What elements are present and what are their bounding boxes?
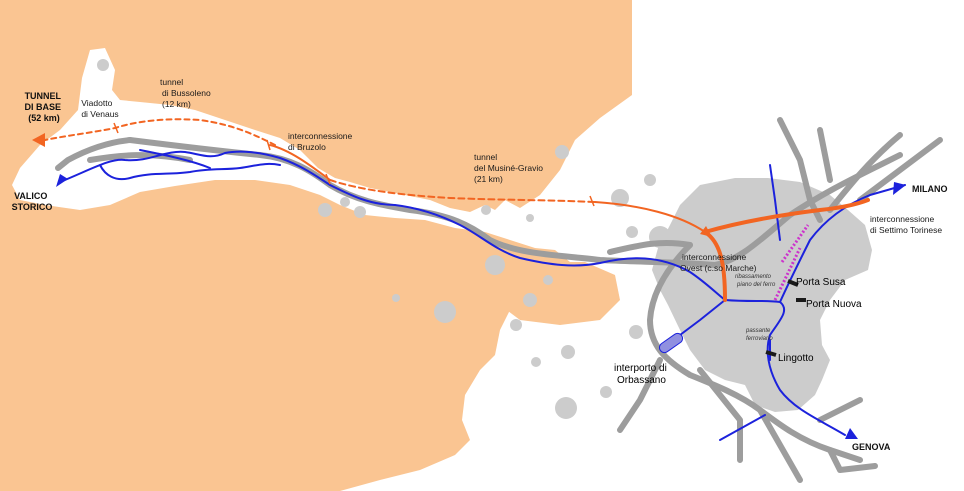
label-interporto: interporto di Orbassano xyxy=(614,363,670,386)
terrain-spots xyxy=(97,59,671,419)
label-interconn-settimo: interconnessione di Settimo Torinese xyxy=(870,214,942,235)
label-lingotto: Lingotto xyxy=(778,353,814,364)
label-milano: MILANO xyxy=(912,184,948,194)
label-porta-nuova: Porta Nuova xyxy=(806,299,862,310)
mountain-area-south xyxy=(500,262,620,325)
label-interconn-bruzolo: interconnessione di Bruzolo xyxy=(288,131,355,152)
ribassamento-segment xyxy=(780,224,810,263)
motorways xyxy=(55,117,943,483)
station-markers xyxy=(765,279,806,357)
arrow-tunnel-base xyxy=(32,133,45,147)
label-porta-susa: Porta Susa xyxy=(796,277,846,288)
label-viadotto: Viadotto di Venaus xyxy=(81,98,118,119)
label-tunnel-bussoleno: tunnel di Bussoleno (12 km) xyxy=(160,77,213,109)
label-tunnel-base: TUNNEL DI BASE (52 km) xyxy=(24,91,63,123)
arrow-interconn-ovest xyxy=(700,226,712,237)
label-tunnel-musine: tunnel del Musiné-Gravio (21 km) xyxy=(474,152,545,184)
label-ribassamento: ribassamento piano del ferro xyxy=(735,274,776,288)
label-genova: GENOVA xyxy=(852,442,891,452)
urban-area-turin xyxy=(652,178,872,412)
portal-ticks xyxy=(113,122,595,207)
label-valico: VALICO STORICO xyxy=(12,191,53,212)
arrowheads-blue xyxy=(56,174,906,439)
interporto-block xyxy=(658,332,684,354)
label-passante: passante ferroviario xyxy=(745,328,773,342)
passante-ferroviario xyxy=(773,247,802,301)
label-interconn-ovest: interconnessione Ovest (c.so Marche) xyxy=(680,252,757,273)
mountain-area xyxy=(0,0,632,491)
